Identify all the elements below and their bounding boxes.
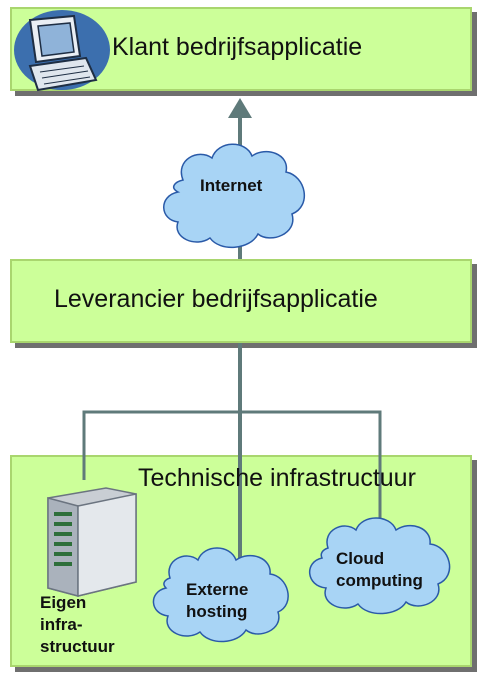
cloud-line1: Cloud [336,549,385,568]
cloud-computing-label: Cloud computing [336,548,423,592]
externe-line1: Externe [186,580,249,599]
cloud-line2: computing [336,571,423,590]
eigen-line2: infra- [40,615,83,634]
leverancier-box [10,259,472,343]
eigen-infra-label: Eigen infra- structuur [40,592,115,658]
eigen-line3: structuur [40,637,115,656]
internet-label: Internet [200,175,262,197]
arrow-head [228,98,252,118]
cloud-icon [163,143,306,249]
computer-icon [14,10,110,92]
cloud-icon [309,517,451,615]
klant-title: Klant bedrijfsapplicatie [112,33,363,61]
internet-text: Internet [200,176,263,195]
externe-hosting-label: Externe hosting [186,579,248,623]
leverancier-title: Leverancier bedrijfsapplicatie [54,285,378,313]
externe-line2: hosting [186,602,248,621]
server-icon [47,487,137,597]
infrastructuur-title: Technische infrastructuur [138,464,416,492]
connector-branch [82,410,382,530]
cloud-icon [152,547,289,643]
eigen-line1: Eigen [40,593,87,612]
